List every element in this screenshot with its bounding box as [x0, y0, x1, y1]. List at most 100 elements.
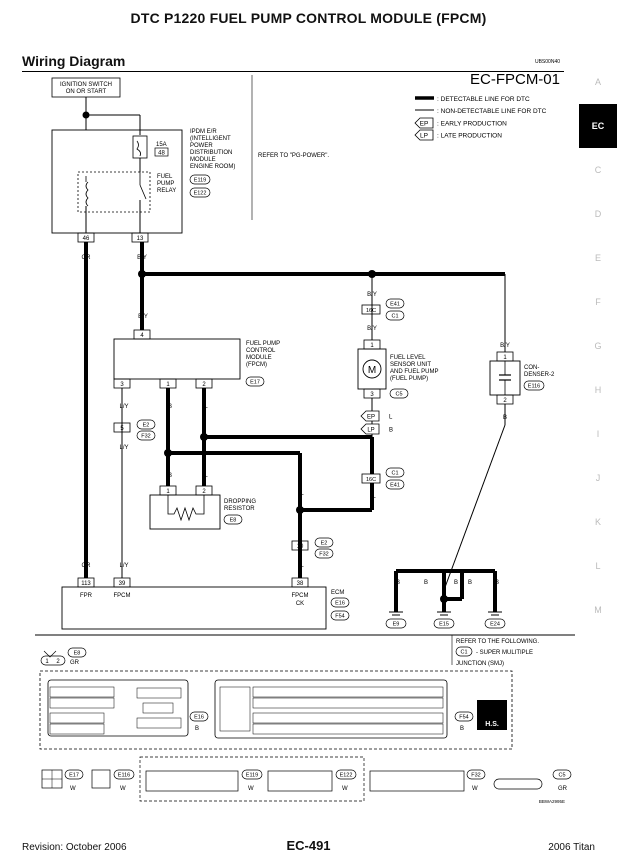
- lp-tag: [360, 423, 380, 435]
- tab-l[interactable]: L: [595, 561, 601, 571]
- wire-by-label-pump-1: B/Y: [367, 292, 377, 298]
- legend-ep-text: : EARLY PRODUCTION: [437, 121, 507, 128]
- connector-e17-color: W: [70, 786, 76, 792]
- connector-e16-row-4: [49, 723, 105, 735]
- connector-f32-ref: [466, 769, 486, 780]
- joint-pin-16c-bottom-text: 16C: [366, 477, 376, 483]
- tab-j[interactable]: J: [595, 473, 601, 483]
- wire-by-label-fpcm: B/Y: [138, 314, 148, 320]
- lp-tag-text: LP: [367, 428, 374, 434]
- joint-ref-c1-text: C1: [391, 314, 398, 320]
- joint-ref-f32-bottom: [314, 548, 334, 559]
- resistor-label-1: DROPPING: [224, 499, 256, 505]
- ipdm-pin-46-text: 46: [83, 236, 90, 242]
- connector-e116-color: W: [120, 786, 126, 792]
- connector-e16-row-1: [49, 686, 115, 698]
- connector-c5-color: GR: [558, 786, 568, 792]
- relay-switch: [139, 184, 147, 200]
- fpcm-label-1: FUEL PUMP: [246, 341, 280, 347]
- connector-e119-color: W: [248, 786, 254, 792]
- legend-lp-text: : LATE PRODUCTION: [437, 133, 502, 140]
- fpcm-label-3: MODULE: [246, 355, 272, 361]
- hs-badge-text: H.S.: [485, 721, 499, 728]
- connector-e16-row-3: [49, 712, 105, 724]
- connector-f54-ref-text: F54: [459, 715, 468, 721]
- connector-e8-pin-1: 1: [45, 659, 49, 665]
- tab-a[interactable]: A: [594, 77, 601, 87]
- condenser-ref-e116-text: E116: [528, 384, 540, 390]
- tab-g[interactable]: G: [594, 341, 602, 351]
- tab-k[interactable]: K: [594, 517, 601, 527]
- ground-ref-e15-text: E15: [439, 622, 449, 628]
- legend-ep-tag: [414, 117, 434, 129]
- refer-pg-power: REFER TO "PG-POWER".: [258, 153, 329, 159]
- ecm-ref-e16-text: E16: [335, 601, 345, 607]
- legend-lp-label: LP: [420, 133, 428, 140]
- resistor-symbol: [167, 495, 205, 522]
- wire-by-label-pump-2: B/Y: [367, 326, 377, 332]
- ecm-pin-113-text: 113: [81, 581, 91, 587]
- refer-following-1: REFER TO THE FOLLOWING.: [456, 639, 539, 645]
- ep-tag: [360, 410, 380, 422]
- ignition-label-1: IGNITION SWITCH: [60, 82, 112, 88]
- title-divider: [22, 71, 564, 72]
- pump-label-3: AND FUEL PUMP: [390, 369, 438, 375]
- section-index-tabs: A EC C D E F G H I J K L M: [579, 60, 617, 632]
- fuse-amp: 15A: [156, 142, 167, 148]
- ep-tag-text: EP: [367, 415, 375, 421]
- fpcm-pin-4-text: 4: [140, 333, 144, 339]
- ecm-label-fpr: FPR: [80, 593, 93, 599]
- joint-pin-10: [291, 540, 309, 551]
- connector-f54-ref: [454, 711, 474, 722]
- connector-f54-row-1: [252, 686, 444, 698]
- joint-ref-e2: [136, 419, 156, 430]
- tab-m[interactable]: M: [594, 605, 602, 615]
- fpcm-ref-e17: [245, 376, 265, 387]
- pump-label-4: (FUEL PUMP): [390, 376, 428, 382]
- tab-e[interactable]: E: [594, 253, 601, 263]
- ecm-ref-e16: [330, 597, 350, 608]
- tab-f[interactable]: F: [595, 297, 601, 307]
- connector-e16-body: [47, 679, 189, 737]
- refer-tag-c1-text: C1: [460, 650, 467, 656]
- connector-e8-ref: [67, 647, 87, 658]
- connector-e8-pin-2: 2: [56, 659, 60, 665]
- condenser-ground-wire-2: [443, 424, 506, 591]
- legend-lp-tag: [414, 129, 434, 141]
- relay-box: [77, 171, 151, 213]
- connector-f54-color: B: [460, 726, 464, 732]
- tab-c[interactable]: C: [594, 165, 602, 175]
- ground-wire-b-6: B: [495, 580, 499, 586]
- wire-ly-label-1: L/Y: [119, 404, 128, 410]
- tab-ec[interactable]: EC: [579, 104, 617, 148]
- joint-pin-5: [113, 422, 131, 433]
- refer-following-2: - SUPER MULITIPLE: [476, 650, 533, 656]
- ground-ref-e9: [385, 618, 407, 629]
- connector-e116-ref: [113, 769, 135, 780]
- ecm-ref-f54-text: F54: [335, 614, 344, 620]
- tab-h[interactable]: H: [594, 385, 602, 395]
- connector-e17-ref-text: E17: [69, 773, 79, 779]
- connector-e122-ref: [335, 769, 357, 780]
- pump-motor-letter: M: [368, 365, 376, 376]
- tab-i[interactable]: I: [596, 429, 600, 439]
- joint-ref-c1-bottom-text: C1: [391, 471, 398, 477]
- connector-c5-ref-text: C5: [558, 773, 565, 779]
- condenser-pin-2-text: 2: [503, 398, 507, 404]
- tab-d[interactable]: D: [594, 209, 602, 219]
- connector-e16-row-7: [136, 717, 182, 729]
- resistor-label-2: RESISTOR: [224, 506, 255, 512]
- resistor-box: [149, 494, 221, 530]
- joint-ref-c1: [385, 310, 405, 321]
- legend-detectable-text: : DETECTABLE LINE FOR DTC: [437, 96, 530, 103]
- joint-pin-10-text: 10: [297, 544, 304, 550]
- wire-by-label-condenser: B/Y: [500, 343, 510, 349]
- relay-label-1: FUEL: [157, 174, 173, 180]
- joint-ref-e2-text: E2: [143, 423, 150, 429]
- joint-pin-16c-top-text: 16C: [366, 308, 376, 314]
- refer-tag-c1: [455, 646, 473, 657]
- connector-f32-body: [369, 770, 465, 792]
- joint-ref-e2-bottom: [314, 537, 334, 548]
- legend: : DETECTABLE LINE FOR DTC : NON-DETECTAB…: [414, 96, 547, 141]
